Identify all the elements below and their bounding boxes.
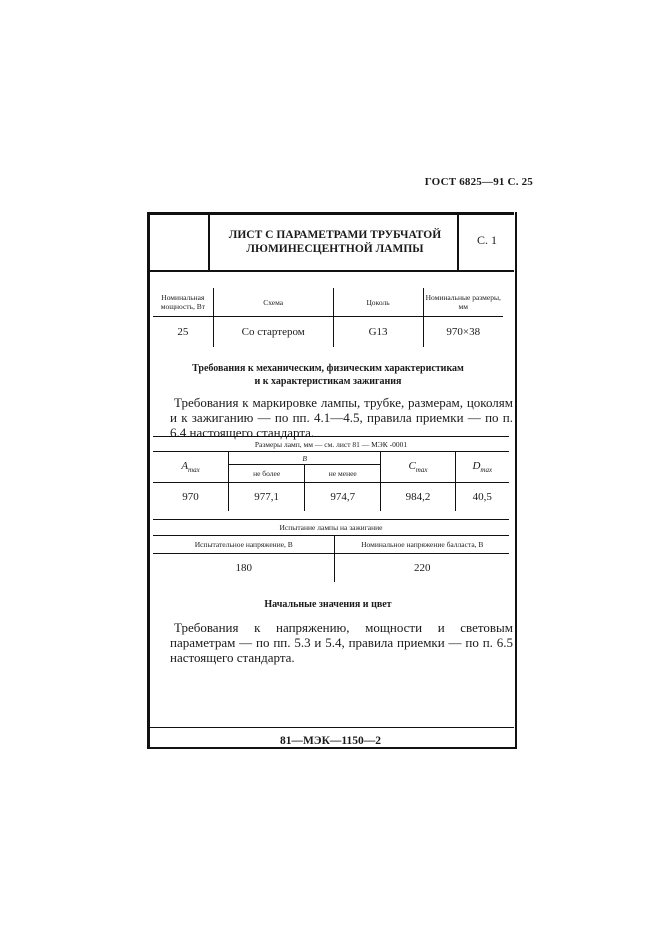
footer-divider	[147, 727, 514, 728]
value-test-voltage: 180	[153, 553, 336, 582]
sheet-title-line1: ЛИСТ С ПАРАМЕТРАМИ ТРУБЧАТОЙ	[228, 229, 442, 241]
col-c-header: Cmax	[380, 451, 456, 483]
header-cap: Цоколь	[332, 288, 424, 317]
value-c: 984,2	[380, 482, 456, 511]
section1-heading-line2: и к характеристикам зажигания	[254, 376, 402, 387]
main-parameters-table: Номинальная мощность, Вт Схема Цоколь Но…	[153, 288, 503, 347]
col-b-header: B	[228, 450, 382, 466]
sheet-frame	[147, 212, 517, 749]
sheet-title-line2: ЛЮМИНЕСЦЕНТНОЙ ЛАМПЫ	[246, 243, 424, 255]
section1-heading-line1: Требования к механическим, физическим ха…	[192, 363, 464, 374]
value-dimensions: 970×38	[422, 316, 503, 347]
page-header: ГОСТ 6825—91 С. 25	[424, 176, 533, 188]
header-test-voltage: Испытательное напряжение, В	[153, 535, 336, 554]
value-a: 970	[153, 482, 230, 511]
sheet-number: С. 1	[476, 233, 497, 247]
section2-text: Требования к напряжению, мощности и свет…	[170, 620, 513, 665]
ignition-table: Испытание лампы на зажигание Испытательн…	[153, 519, 509, 582]
section1-text: Требования к маркировке лампы, трубке, р…	[170, 395, 513, 440]
value-b-min: 977,1	[228, 482, 306, 511]
ignition-caption: Испытание лампы на зажигание	[153, 519, 509, 536]
col-b-min-header: не более	[228, 464, 306, 483]
col-b-max-header: не менее	[304, 464, 382, 483]
section1-heading: Требования к механическим, физическим ха…	[153, 362, 503, 388]
title-block	[147, 212, 514, 272]
value-cap: G13	[332, 316, 424, 347]
section2-heading: Начальные значения и цвет	[264, 599, 392, 610]
value-ballast-voltage: 220	[334, 553, 509, 582]
sheet-top-border	[147, 212, 514, 215]
value-power: 25	[153, 316, 214, 347]
header-dimensions: Номинальные размеры, мм	[422, 288, 503, 317]
sheet-footer: 81—МЭК—1150—2	[279, 735, 382, 747]
sheet-title: ЛИСТ С ПАРАМЕТРАМИ ТРУБЧАТОЙ ЛЮМИНЕСЦЕНТ…	[212, 228, 458, 256]
value-d: 40,5	[454, 482, 509, 511]
dimensions-caption: Размеры ламп, мм — см. лист 81 — МЭК -00…	[153, 436, 509, 452]
header-ballast-voltage: Номинальное напряжение балласта, В	[334, 535, 509, 554]
col-d-header: Dmax	[454, 451, 509, 483]
header-circuit: Схема	[212, 288, 334, 317]
value-circuit: Со стартером	[212, 316, 334, 347]
dimensions-table: Размеры ламп, мм — см. лист 81 — МЭК -00…	[153, 436, 509, 511]
value-b-max: 974,7	[304, 482, 382, 511]
col-a-header: Amax	[153, 451, 230, 483]
header-power: Номинальная мощность, Вт	[153, 288, 214, 317]
